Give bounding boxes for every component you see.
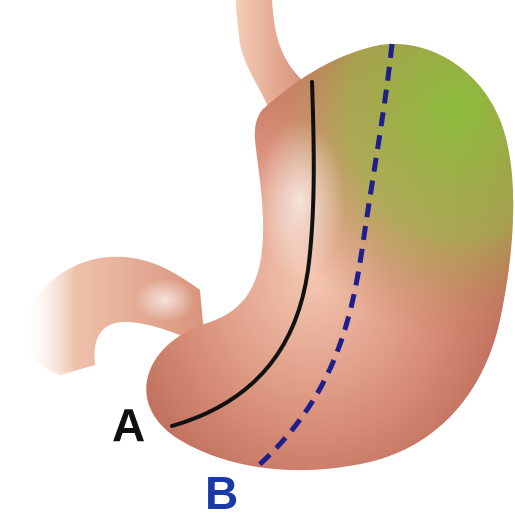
label-a: A — [112, 402, 145, 448]
stomach-highlight — [255, 120, 345, 280]
antrum-highlight — [135, 278, 195, 322]
label-b: B — [205, 470, 238, 516]
